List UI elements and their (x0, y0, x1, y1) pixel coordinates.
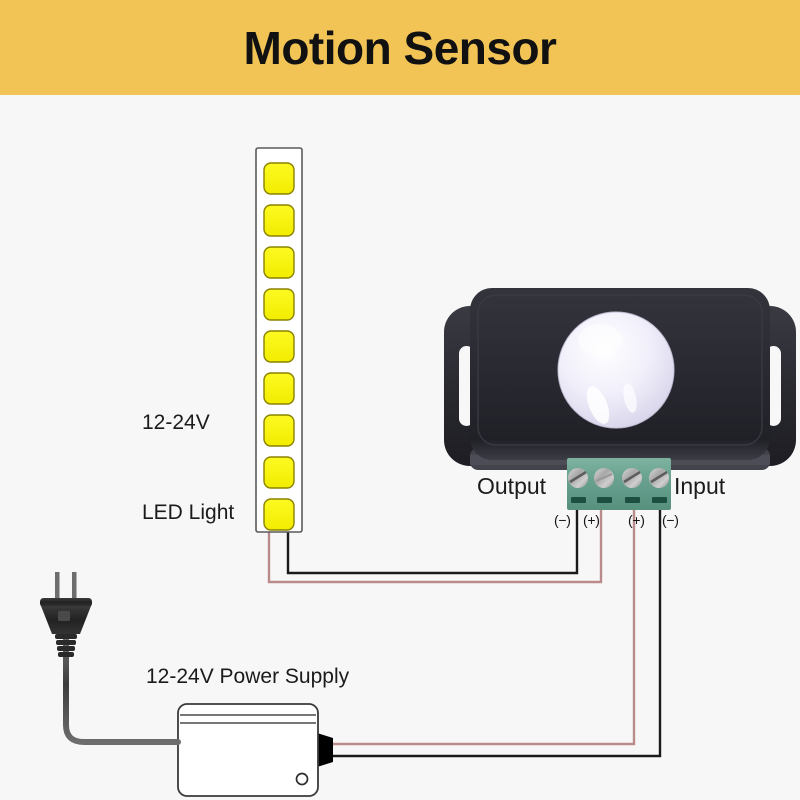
led-chip (263, 162, 295, 195)
led-chip (263, 204, 295, 237)
terminal-block (567, 458, 671, 510)
plug-prong (72, 572, 77, 600)
power-supply-label: 12-24V Power Supply (146, 665, 350, 688)
ac-cable (63, 635, 181, 745)
terminal-block-body (567, 458, 671, 510)
ac-wall-plug (40, 572, 92, 657)
led-chip (263, 372, 295, 405)
screw-slot (623, 470, 641, 484)
led-light-label: 12-24V LED Light (142, 348, 234, 588)
led-light-name: LED Light (142, 501, 235, 524)
wire-group (267, 506, 662, 758)
terminal-screws (568, 468, 669, 488)
psu-vent-lines (180, 714, 316, 724)
psu-body (177, 703, 319, 797)
output-label: Output (477, 473, 547, 499)
led-chips (263, 162, 295, 531)
led-chip (263, 288, 295, 321)
title-banner: Motion Sensor (0, 0, 800, 95)
terminal-slot (571, 497, 586, 503)
terminal-slot (652, 497, 667, 503)
screw-slot (595, 472, 613, 483)
psu-led-indicator (295, 772, 309, 786)
input-label: Input (674, 473, 726, 499)
led-chip (263, 498, 295, 531)
terminal-slot (625, 497, 640, 503)
polarity-output-negative: (−) (554, 512, 571, 528)
screw-slot (650, 470, 668, 484)
wire-led-positive (267, 506, 603, 584)
polarity-input-positive: (+) (628, 512, 645, 528)
power-supply-brick (177, 703, 333, 797)
plug-face (40, 598, 92, 607)
module-body-bevel (477, 294, 763, 446)
psu-output-connector (317, 733, 333, 767)
wire-led-negative (286, 506, 579, 575)
led-light-strip (255, 147, 303, 533)
plug-prong (55, 572, 60, 600)
polarity-output-positive: (+) (583, 512, 600, 528)
polarity-input-negative: (−) (662, 512, 679, 528)
led-light-voltage: 12-24V (142, 411, 210, 434)
wire-supply-positive (333, 506, 636, 746)
plug-emboss (58, 611, 70, 621)
plug-strain-relief (55, 634, 77, 657)
terminal-slot (597, 497, 612, 503)
pir-dome-lens (557, 311, 675, 429)
led-chip (263, 330, 295, 363)
screw-slot (569, 470, 587, 484)
terminal-wire-slots (571, 497, 667, 503)
led-chip (263, 246, 295, 279)
motion-sensor-module (444, 288, 796, 470)
led-chip (263, 414, 295, 447)
ac-power-cable (63, 635, 181, 745)
led-chip (263, 456, 295, 489)
wire-supply-negative (333, 506, 662, 758)
page-title: Motion Sensor (243, 21, 557, 74)
